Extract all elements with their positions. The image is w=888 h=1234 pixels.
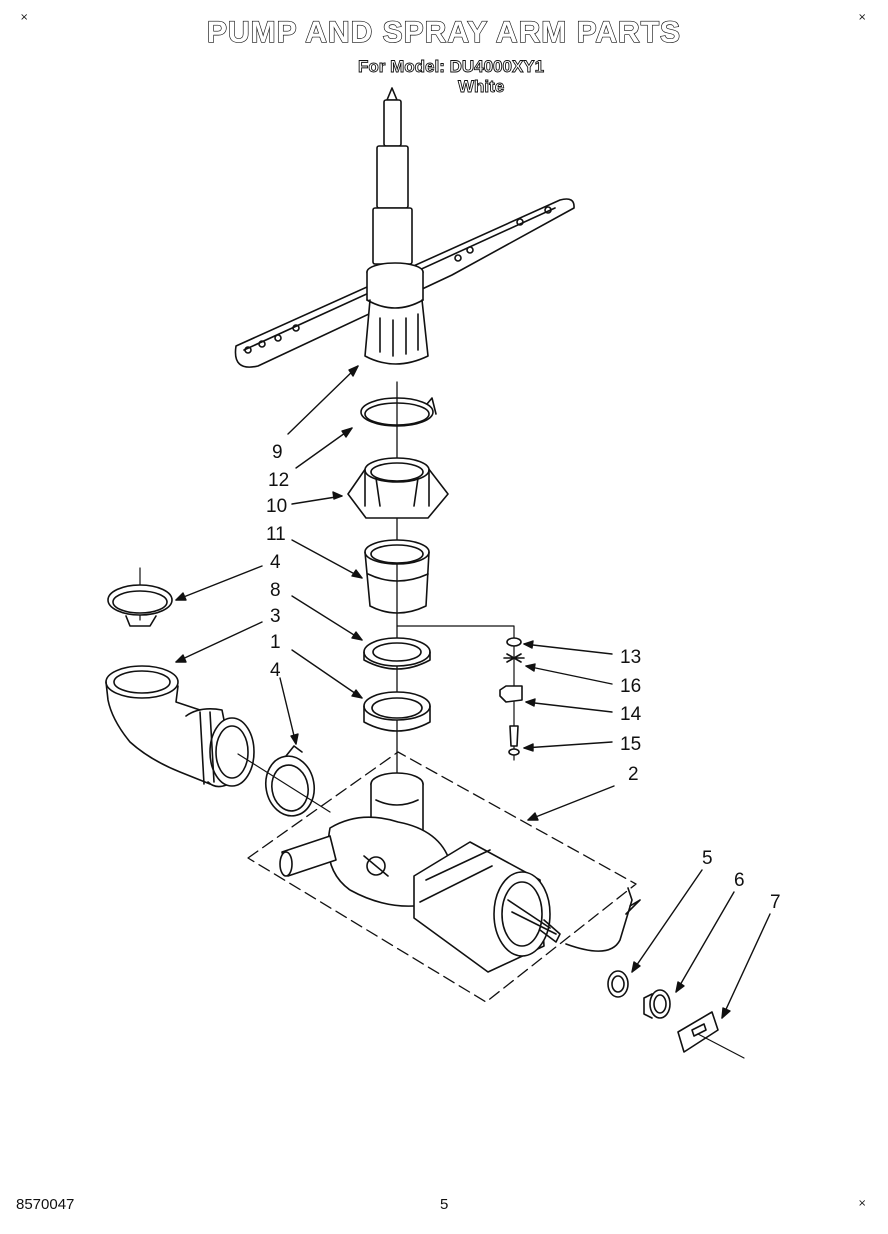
color-line: White	[458, 77, 505, 97]
callout-15: 15	[620, 734, 641, 755]
model-line: For Model: DU4000XY1	[358, 57, 545, 77]
pump-and-motor-assembly	[247, 751, 641, 1003]
drain-hose	[105, 665, 255, 788]
leader-lines	[175, 365, 771, 1019]
callout-2: 2	[628, 764, 639, 785]
hose-clip-ring	[607, 970, 629, 998]
bearing	[364, 539, 430, 614]
hose-clamp-lower	[237, 745, 331, 817]
callout-14: 14	[620, 704, 642, 725]
callout-5: 5	[702, 848, 713, 869]
grommet	[643, 989, 671, 1019]
callout-4-upper: 4	[270, 552, 281, 573]
corner-mark-top-right: ×	[858, 12, 867, 23]
seal	[363, 691, 431, 732]
spray-arm-nut	[347, 457, 449, 519]
hose-clamp-upper	[107, 567, 173, 627]
callout-8: 8	[270, 580, 281, 601]
callout-11: 11	[266, 524, 286, 545]
callout-12: 12	[268, 470, 289, 491]
callout-7: 7	[770, 892, 781, 913]
corner-mark-top-left: ×	[20, 12, 29, 23]
callout-16: 16	[620, 676, 641, 697]
spray-arm-assembly	[234, 87, 575, 368]
mounting-gasket-plate	[677, 1011, 745, 1059]
mounting-hardware	[396, 625, 525, 761]
callout-10: 10	[266, 496, 287, 517]
corner-mark-bottom-right: ×	[858, 1198, 867, 1209]
callout-1: 1	[270, 632, 281, 653]
retainer-ring	[360, 397, 437, 427]
callout-4-lower: 4	[270, 660, 281, 681]
callout-6: 6	[734, 870, 745, 891]
callout-9: 9	[272, 442, 283, 463]
callout-labels: 9 12 10 11 4 8 3 1 4 13 16 14 15 2 5 6 7	[266, 442, 781, 913]
page-title: PUMP AND SPRAY ARM PARTS	[206, 15, 682, 49]
page-number: 5	[440, 1196, 449, 1213]
gasket	[363, 637, 431, 670]
callout-3: 3	[270, 606, 281, 627]
callout-13: 13	[620, 647, 641, 668]
document-number: 8570047	[16, 1196, 75, 1213]
